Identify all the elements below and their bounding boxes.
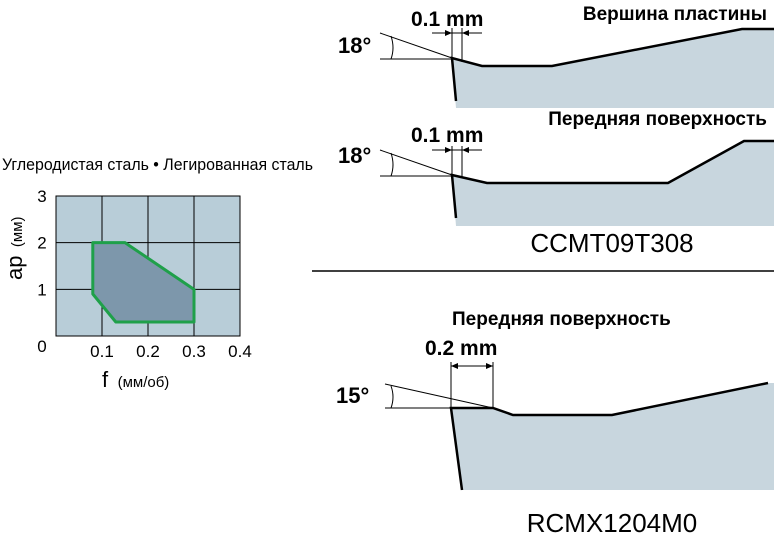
profile-2-width: 0.1 mm [411,124,483,147]
x-tick-0.1: 0.1 [90,342,114,361]
profile-2-dim-arrows [445,147,469,153]
y-tick-labels: 3 2 1 [37,187,46,299]
x-tick-0.4: 0.4 [228,342,252,361]
x-tick-labels: 0.1 0.2 0.3 0.4 [90,342,252,361]
y-tick-2: 2 [37,234,46,253]
profile-1-angle-arc [390,35,394,60]
y-tick-0: 0 [37,337,46,356]
profile-3-model: RCMX1204M0 [527,508,698,538]
profile-3-angle: 15° [336,383,369,408]
profile-1-angle-line [379,32,453,59]
profile-2-angle-arc [390,152,394,177]
y-axis-label: ap (мм) [2,216,27,280]
profile-1-angle: 18° [338,33,371,58]
y-tick-1: 1 [37,280,46,299]
profile-3-edge [449,381,769,491]
profile-2-title: Передняя поверхность [548,109,767,130]
profile-3-title: Передняя поверхность [452,309,671,330]
profile-2-angle-line [379,149,453,176]
x-tick-0.3: 0.3 [182,342,206,361]
profile-1-dim-arrows [445,30,469,36]
profile-2-edge [450,139,774,219]
profile-3-width: 0.2 mm [425,337,497,360]
recommended-range-region [91,241,196,324]
profile-3-angle-line [384,383,494,409]
profile-3-insert [451,383,774,490]
y-tick-3: 3 [37,187,46,206]
profile-1-title: Вершина пластины [583,4,767,25]
profile-2-model: CCMT09T308 [530,228,693,258]
profile-1-width: 0.1 mm [411,8,483,31]
profile-2: Передняя поверхность 18° 0.1 mm CCMT09T3… [338,109,774,258]
profile-1-insert [452,29,774,108]
profile-1-edge [450,27,774,102]
profile-3: Передняя поверхность 15° 0.2 mm RCMX1204… [336,309,774,538]
profile-3-angle-arc [390,385,394,409]
y-axis-unit: (мм) [9,216,26,247]
profile-1: Вершина пластины 18° 0.1 mm [338,4,774,108]
x-axis-label: f (мм/об) [102,367,169,392]
x-axis-symbol: f [102,367,109,392]
x-axis-unit: (мм/об) [118,374,170,391]
y-axis-symbol: ap [2,256,27,280]
cutting-range-chart: Углеродистая сталь • Легированная сталь … [2,155,313,392]
x-tick-0.2: 0.2 [136,342,160,361]
chart-title: Углеродистая сталь • Легированная сталь [2,155,313,174]
profile-2-angle: 18° [338,143,371,168]
